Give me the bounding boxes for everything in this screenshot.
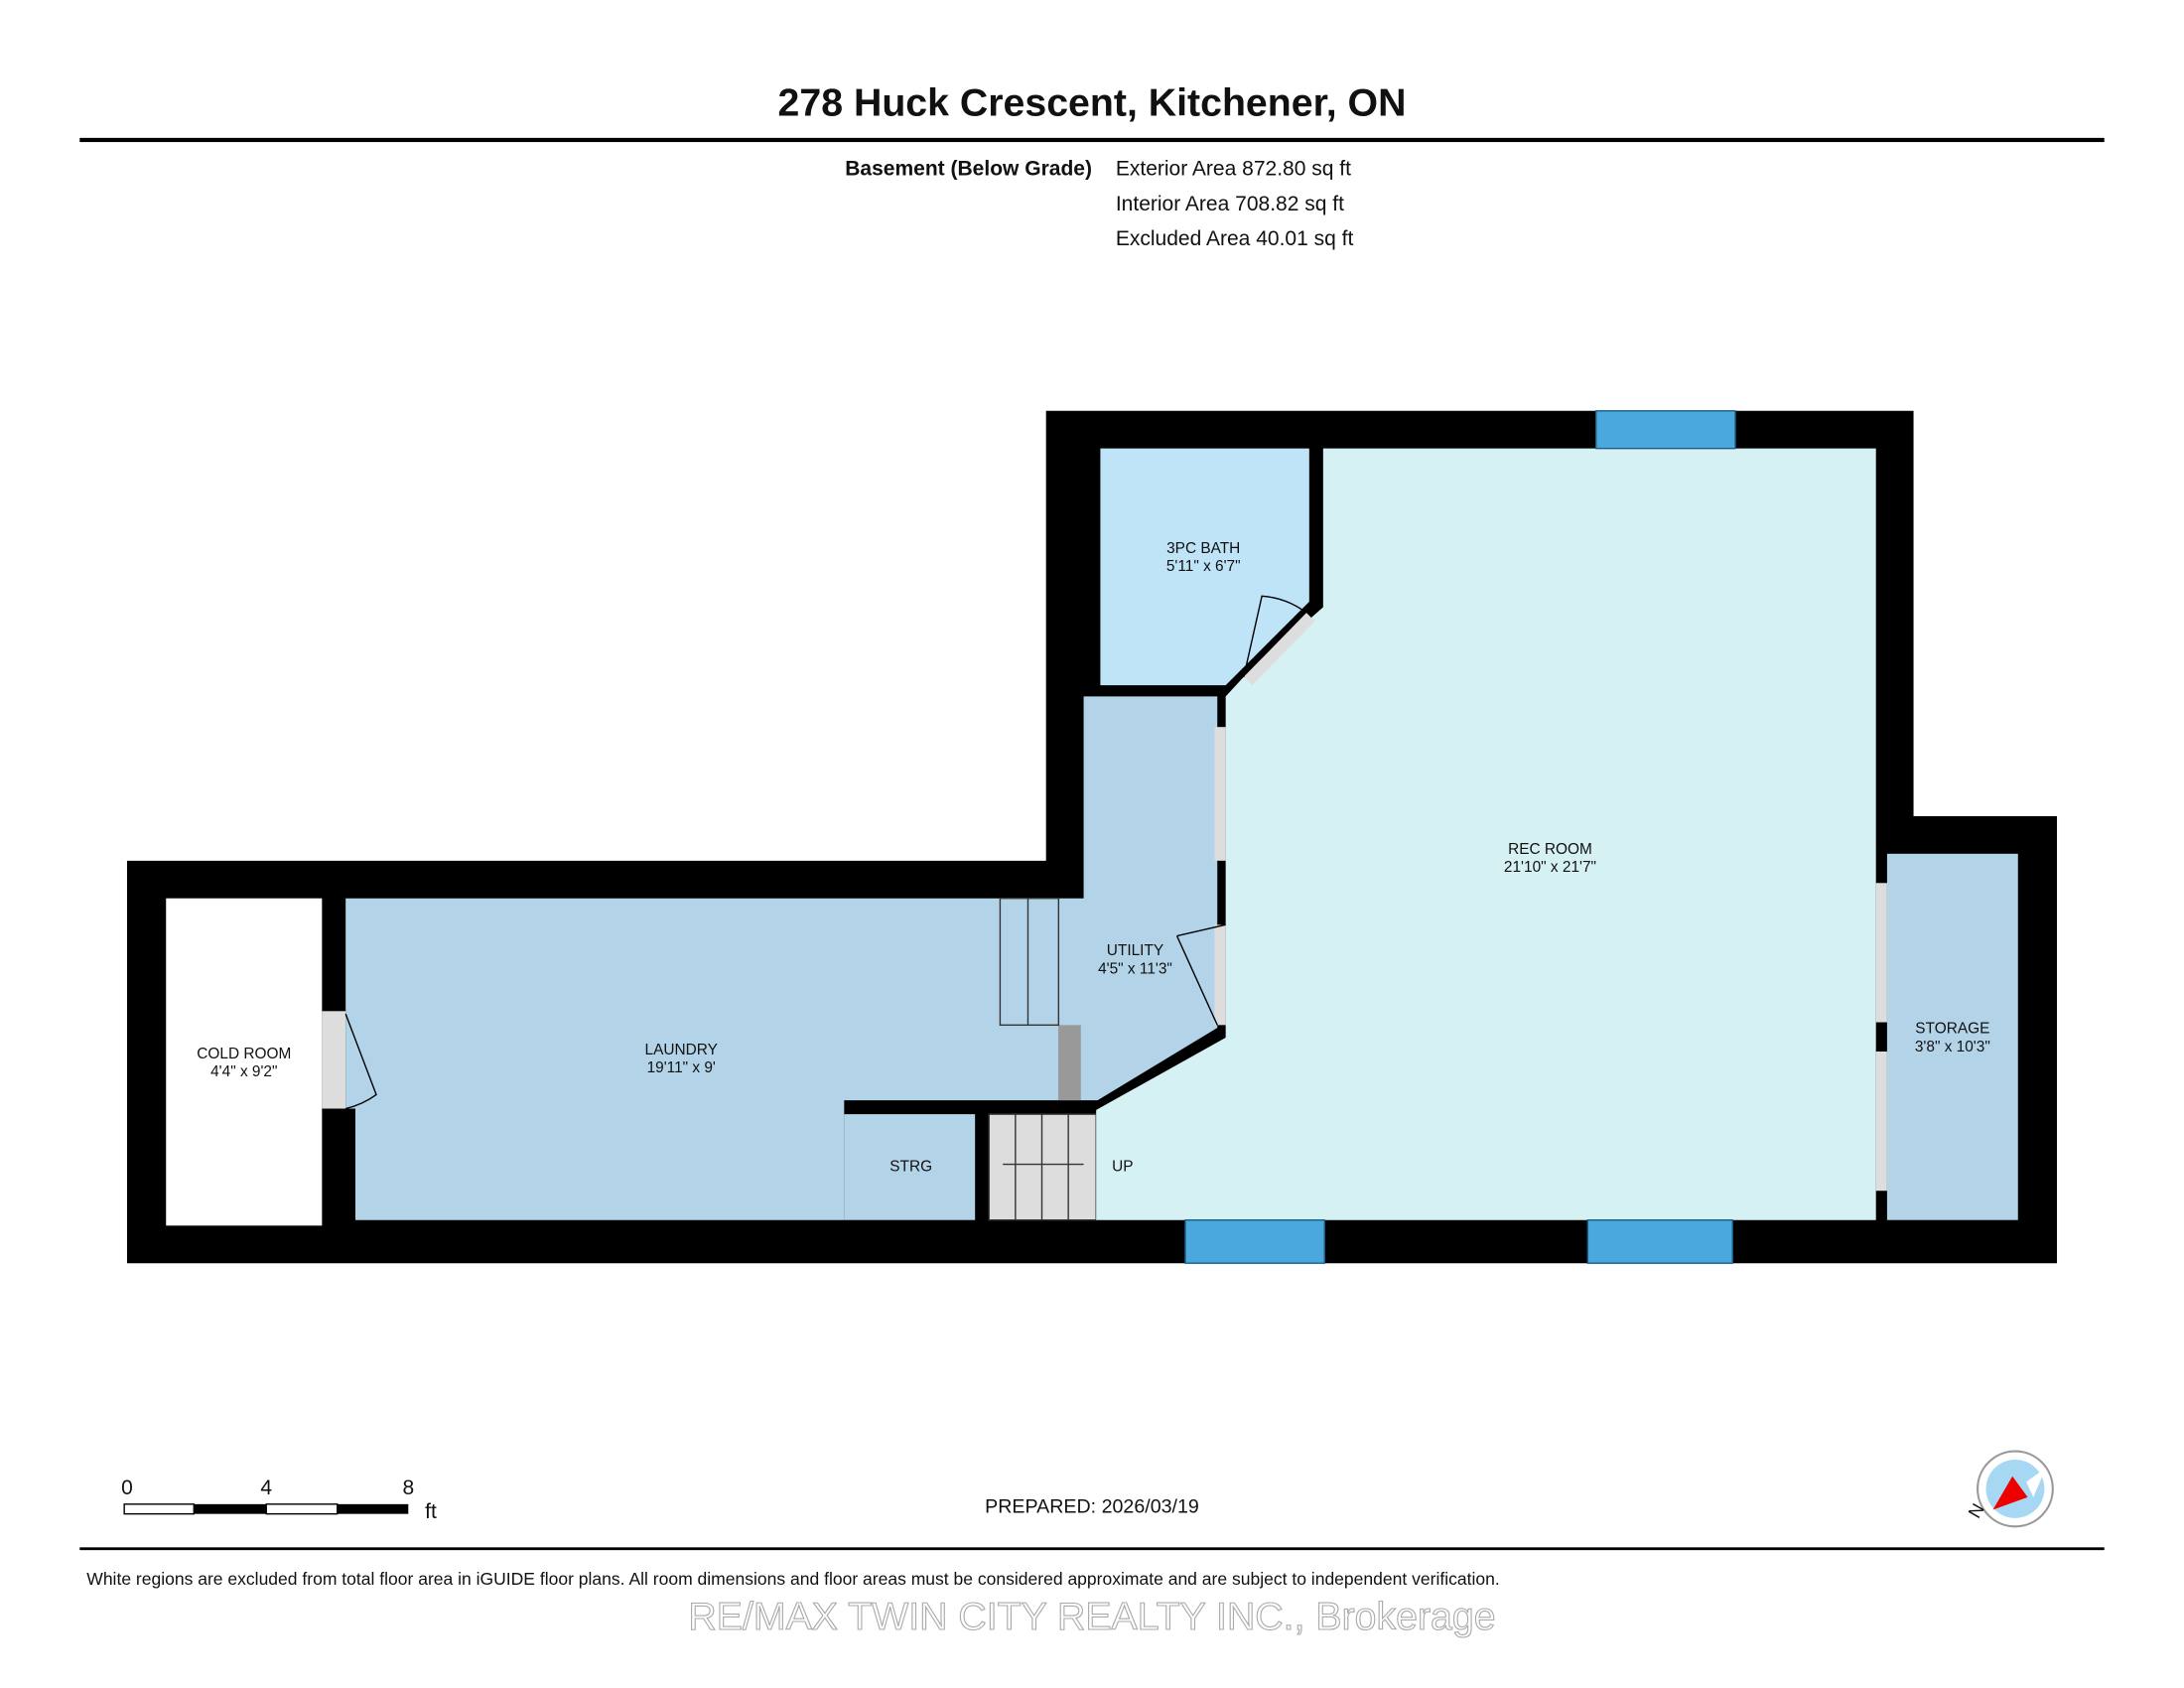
bath-door bbox=[1243, 613, 1315, 686]
scale-bar: 0 4 8 ft bbox=[121, 1477, 437, 1523]
utility-label: UTILITY bbox=[1107, 942, 1163, 959]
floor-plan: COLD ROOM 4'4" x 9'2" LAUNDRY 19'11" x 9… bbox=[126, 410, 2058, 1264]
scale-tick-8: 8 bbox=[402, 1477, 414, 1499]
bath-dims: 5'11" x 6'7" bbox=[1166, 558, 1241, 575]
level-label: Basement (Below Grade) bbox=[845, 158, 1092, 181]
rec-room-dims: 21'10" x 21'7" bbox=[1504, 859, 1596, 876]
utility-appliance bbox=[1058, 1025, 1081, 1101]
interior-area: Interior Area 708.82 sq ft bbox=[1116, 193, 1344, 215]
header-divider bbox=[79, 137, 2105, 143]
scale-tick-0: 0 bbox=[121, 1477, 133, 1499]
storage-dims: 3'8" x 10'3" bbox=[1915, 1039, 1990, 1055]
storage-door-bottom bbox=[1875, 1051, 1887, 1192]
storage-label: STORAGE bbox=[1915, 1021, 1989, 1038]
strg-label: STRG bbox=[889, 1159, 932, 1176]
laundry-dims: 19'11" x 9' bbox=[647, 1059, 716, 1076]
scale-tick-4: 4 bbox=[260, 1477, 272, 1499]
room-bath bbox=[1100, 448, 1309, 686]
room-cold-room bbox=[166, 898, 323, 1226]
cold-room-door bbox=[322, 1011, 346, 1109]
room-storage bbox=[1886, 853, 2018, 1220]
scale-unit: ft bbox=[425, 1500, 437, 1523]
exterior-area: Exterior Area 872.80 sq ft bbox=[1116, 158, 1351, 181]
window-bottom-left bbox=[1184, 1219, 1325, 1264]
storage-door-top bbox=[1875, 883, 1887, 1023]
utility-opening bbox=[1214, 727, 1226, 861]
bath-door-swing bbox=[1243, 595, 1307, 677]
window-bottom-right bbox=[1586, 1219, 1733, 1264]
disclaimer: White regions are excluded from total fl… bbox=[86, 1569, 1499, 1589]
room-utility bbox=[1058, 696, 1218, 1101]
room-laundry bbox=[345, 898, 1059, 1220]
footer-divider bbox=[79, 1547, 2105, 1551]
rec-room-label: REC ROOM bbox=[1508, 841, 1592, 858]
utility-door bbox=[1214, 924, 1226, 1026]
bath-label: 3PC BATH bbox=[1166, 540, 1240, 557]
prepared-date: PREPARED: 2026/03/19 bbox=[985, 1495, 1199, 1517]
laundry-label: LAUNDRY bbox=[645, 1042, 718, 1058]
window-top bbox=[1595, 410, 1736, 450]
compass-icon: N bbox=[1964, 1450, 2054, 1528]
utility-door-swing bbox=[1175, 923, 1226, 1026]
room-strg bbox=[844, 1114, 976, 1220]
cold-room-door-swing bbox=[344, 1013, 377, 1110]
utility-dims: 4'5" x 11'3" bbox=[1098, 960, 1172, 977]
cold-room-dims: 4'4" x 9'2" bbox=[210, 1063, 277, 1080]
page-title: 278 Huck Crescent, Kitchener, ON bbox=[778, 80, 1407, 124]
cold-room-label: COLD ROOM bbox=[197, 1046, 291, 1062]
up-label: UP bbox=[1112, 1159, 1133, 1176]
watermark: RE/MAX TWIN CITY REALTY INC., Brokerage bbox=[688, 1595, 1495, 1638]
excluded-area: Excluded Area 40.01 sq ft bbox=[1116, 227, 1354, 250]
